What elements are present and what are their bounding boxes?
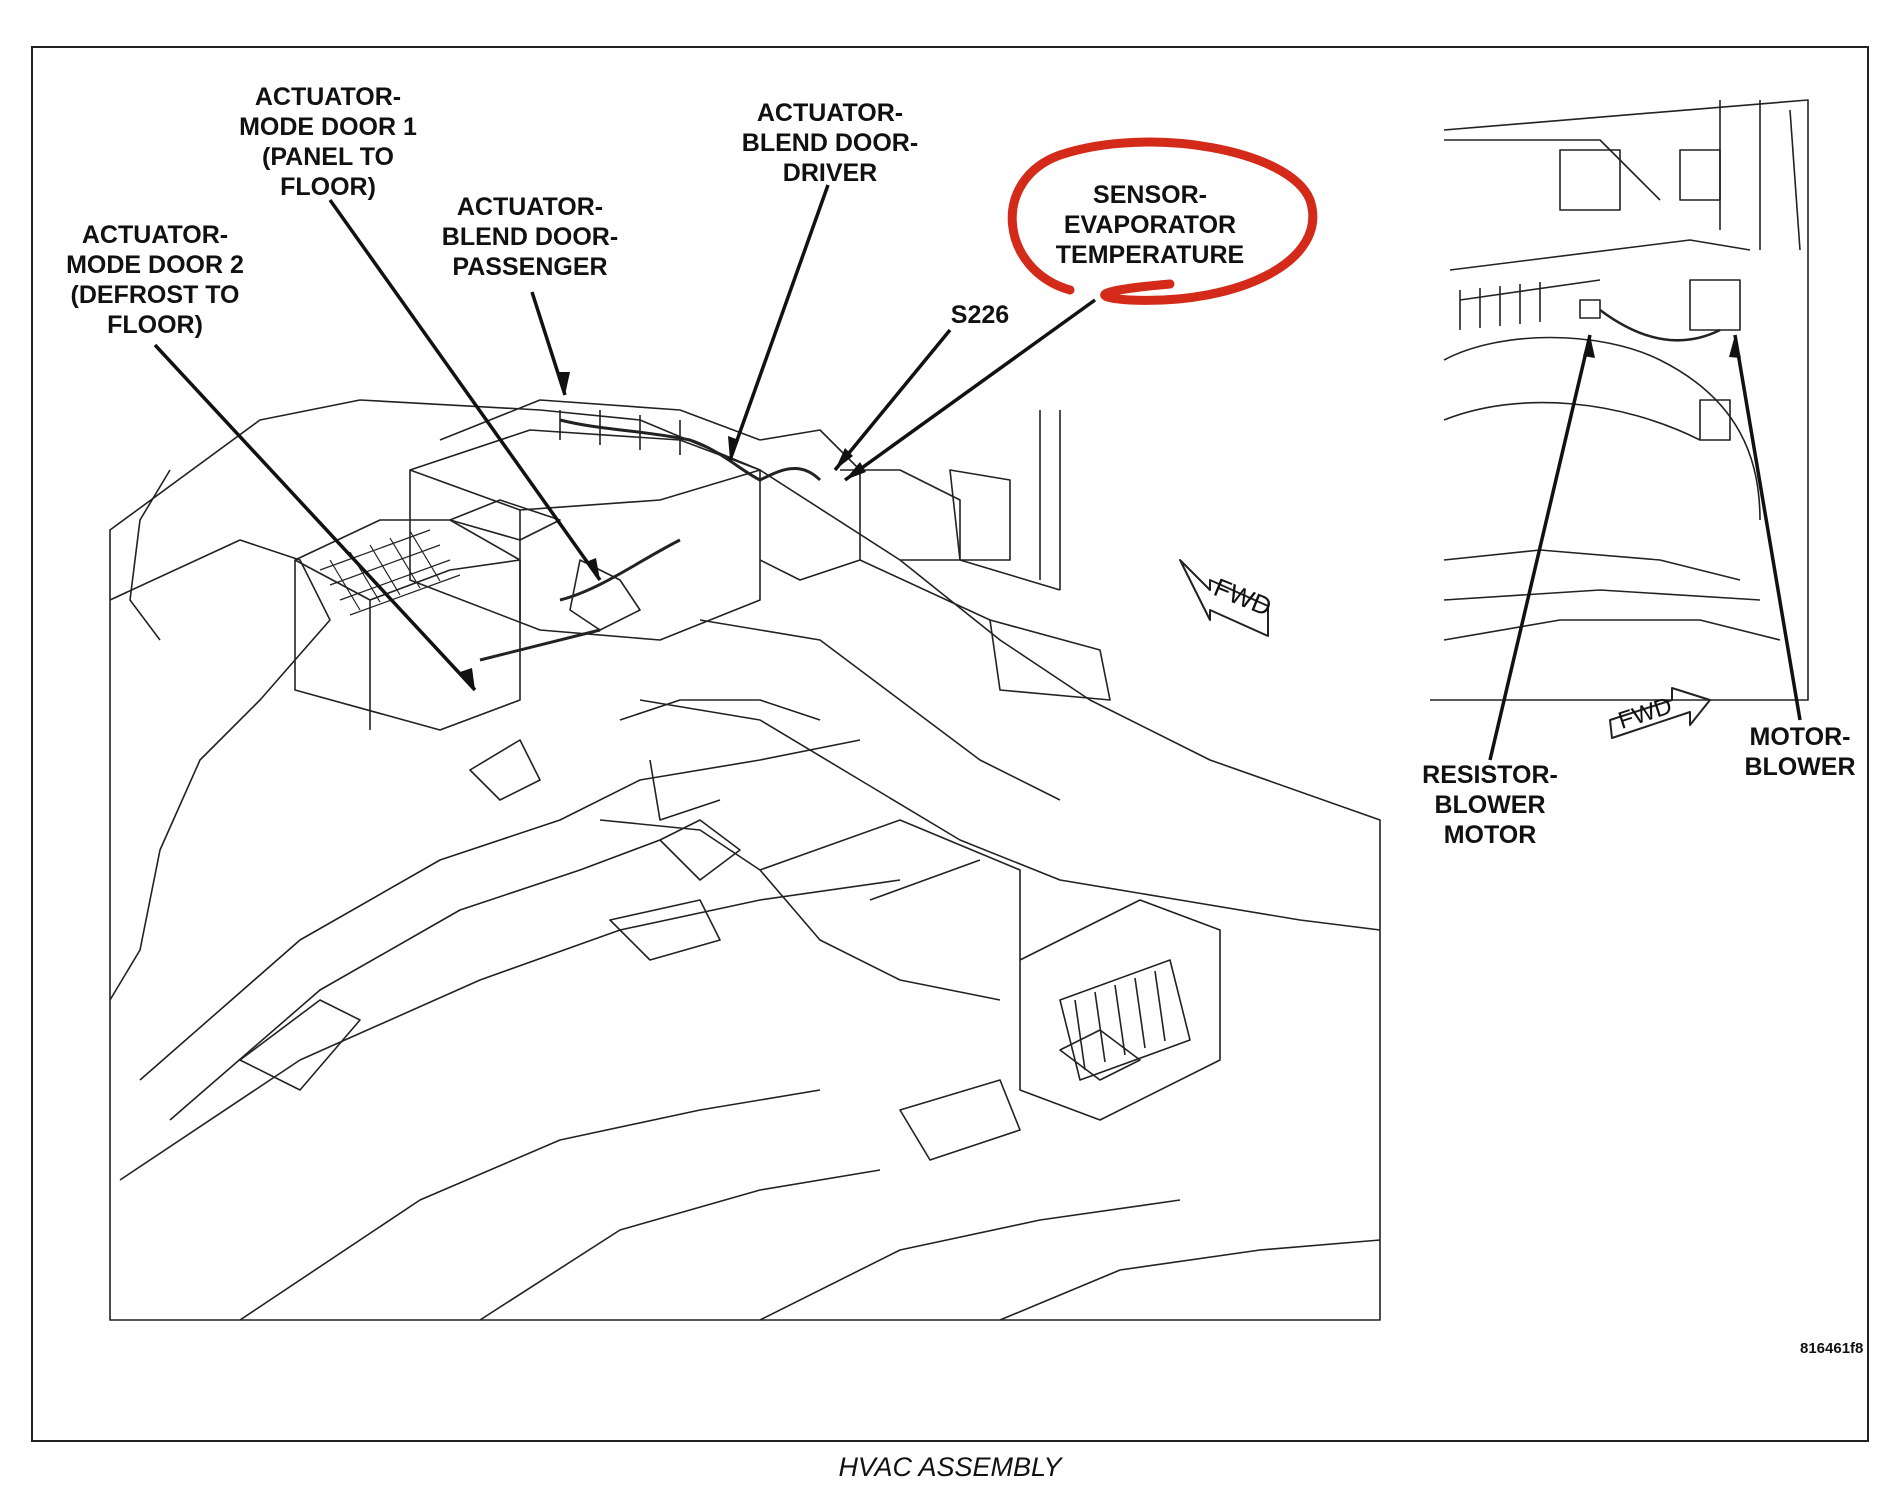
- label-motor-blower: MOTOR- BLOWER: [1744, 723, 1856, 781]
- blower-housing: [759, 819, 1221, 1161]
- wiring-harness: [479, 418, 822, 662]
- inset-illustration: [1430, 99, 1809, 701]
- label-mode-door-1: ACTUATOR- MODE DOOR 1 (PANEL TO FLOOR): [239, 83, 417, 201]
- leader-arrowheads: [460, 335, 1741, 690]
- label-evaporator-temperature-sensor: SENSOR- EVAPORATOR TEMPERATURE: [1055, 181, 1245, 269]
- case-grid: [319, 529, 461, 616]
- hvac-case: [294, 399, 1111, 821]
- label-blend-door-driver: ACTUATOR- BLEND DOOR- DRIVER: [741, 99, 919, 187]
- leader-lines: [153, 184, 1802, 761]
- label-blend-door-passenger: ACTUATOR- BLEND DOOR- PASSENGER: [441, 193, 619, 281]
- fwd-arrow-left: [1179, 559, 1269, 637]
- diagram-frame: [31, 46, 1869, 1442]
- label-s226: S226: [950, 301, 1010, 329]
- label-mode-door-2: ACTUATOR- MODE DOOR 2 (DEFROST TO FLOOR): [66, 221, 244, 339]
- floor-pan: [109, 399, 1381, 1321]
- red-highlight-circle: [1007, 137, 1318, 305]
- label-resistor-blower-motor: RESISTOR- BLOWER MOTOR: [1422, 761, 1558, 849]
- figure-number: 816461f8: [1800, 1340, 1864, 1357]
- fwd-arrow-inset: [1609, 687, 1711, 739]
- figure-caption: HVAC ASSEMBLY: [838, 1452, 1062, 1482]
